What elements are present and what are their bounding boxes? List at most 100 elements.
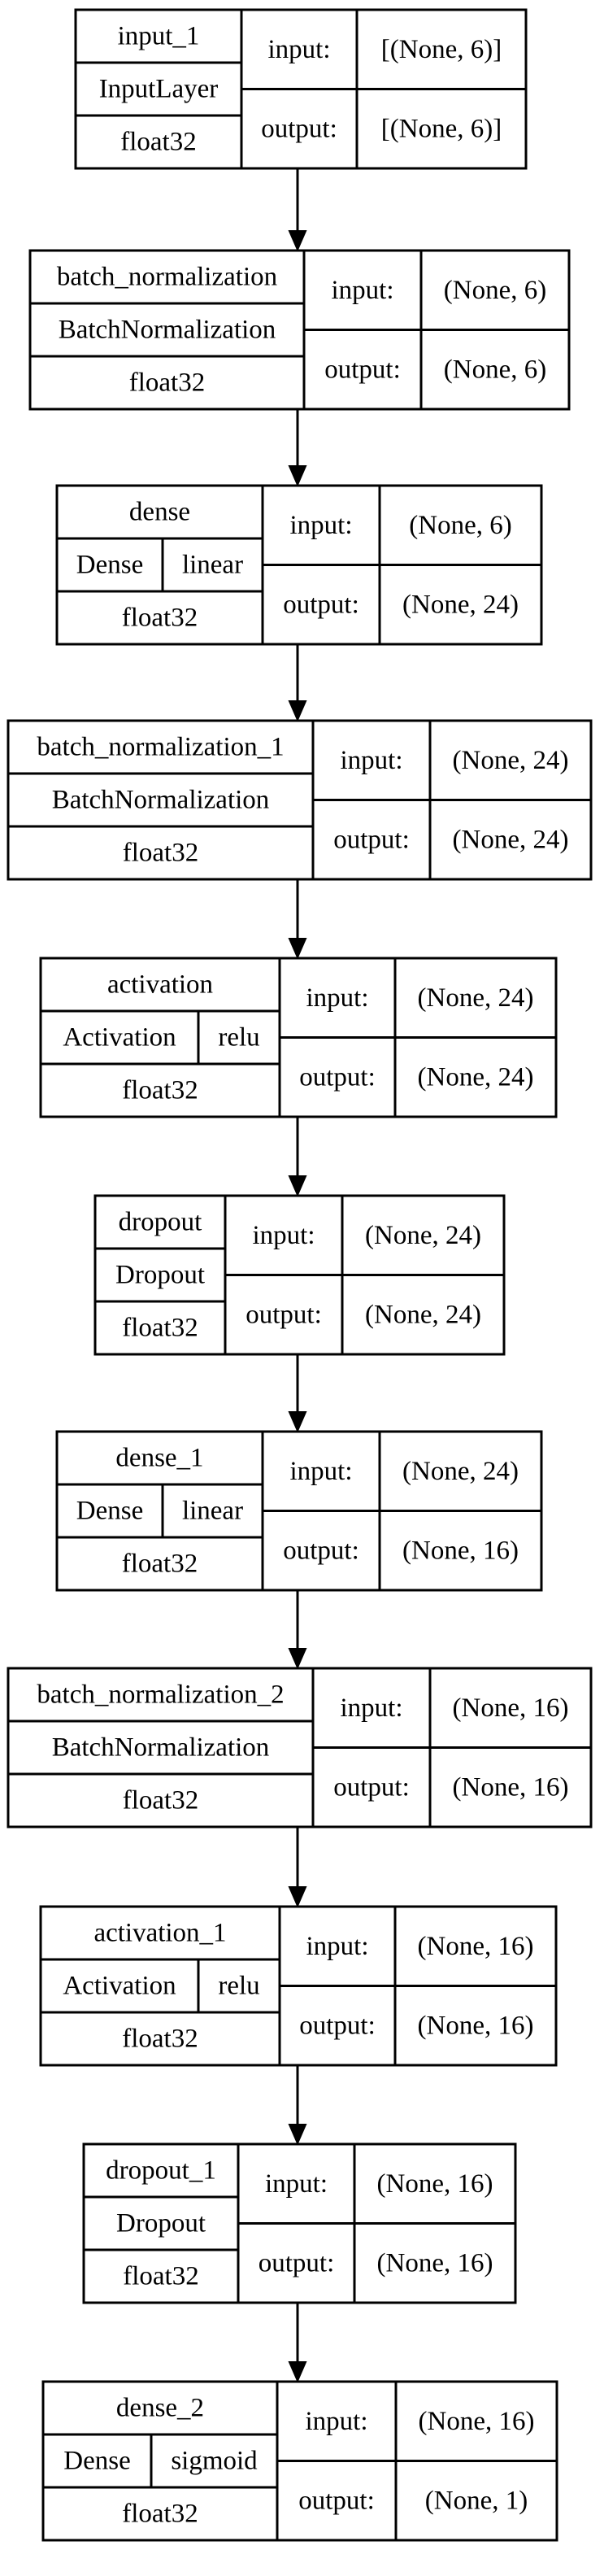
input-label: input: — [265, 2169, 328, 2199]
input-shape: (None, 16) — [419, 2407, 535, 2436]
connection-arrow — [288, 1354, 307, 1433]
output-label: output: — [246, 1300, 322, 1329]
output-label: output: — [324, 355, 401, 384]
output-shape: (None, 24) — [418, 1062, 534, 1092]
arrow-head — [288, 465, 307, 487]
output-shape: (None, 6) — [444, 355, 546, 384]
arrow-head — [288, 230, 307, 252]
input-label: input: — [331, 276, 393, 305]
layer-dtype: float32 — [122, 1076, 198, 1105]
connection-arrow — [288, 1590, 307, 1670]
output-shape: (None, 1) — [425, 2486, 528, 2515]
layer-activation: linear — [182, 1497, 243, 1526]
layer-dtype: float32 — [122, 1550, 198, 1579]
layer-class-name: Activation — [63, 1972, 176, 2001]
layer-node: dropout_1Dropoutfloat32input:output:(Non… — [82, 2142, 517, 2304]
layer-activation: linear — [182, 551, 243, 580]
layer-dtype: float32 — [123, 1786, 198, 1815]
output-label: output: — [261, 114, 337, 143]
layer-name: activation — [107, 970, 213, 1000]
arrow-head — [288, 1648, 307, 1670]
connection-arrow — [288, 2065, 307, 2146]
arrow-head — [288, 2361, 307, 2383]
output-shape: (None, 16) — [402, 1536, 519, 1565]
input-shape: (None, 16) — [418, 1932, 534, 1961]
layer-activation: relu — [218, 1972, 259, 2001]
layer-node: dropoutDropoutfloat32input:output:(None,… — [93, 1194, 506, 1356]
layer-name: dense_2 — [116, 2394, 204, 2423]
input-shape: (None, 16) — [377, 2169, 493, 2199]
input-label: input: — [289, 1457, 352, 1486]
layer-class-name: Dropout — [115, 1261, 205, 1290]
layer-class-name: Dense — [76, 551, 143, 580]
arrow-head — [288, 1411, 307, 1433]
layer-dtype: float32 — [123, 839, 198, 868]
input-label: input: — [306, 1932, 368, 1961]
connection-arrow — [288, 879, 307, 960]
input-label: input: — [306, 983, 368, 1013]
input-label: input: — [305, 2407, 367, 2436]
output-shape: (None, 24) — [365, 1300, 481, 1329]
layer-name: batch_normalization — [57, 263, 277, 292]
layer-name: dropout_1 — [106, 2156, 216, 2186]
connection-arrow — [288, 168, 307, 252]
output-shape: (None, 16) — [377, 2248, 493, 2277]
layer-name: input_1 — [118, 22, 200, 51]
input-shape: (None, 24) — [402, 1457, 519, 1486]
layer-name: activation_1 — [93, 1919, 226, 1948]
connection-arrow — [288, 2303, 307, 2383]
arrow-head — [288, 1886, 307, 1908]
output-label: output: — [299, 2011, 376, 2040]
output-label: output: — [299, 1062, 376, 1092]
input-shape: [(None, 6)] — [381, 35, 502, 64]
connection-arrow — [288, 409, 307, 487]
input-shape: (None, 24) — [365, 1221, 481, 1250]
input-label: input: — [289, 511, 352, 540]
output-shape: [(None, 6)] — [381, 114, 502, 143]
input-label: input: — [340, 746, 402, 775]
layer-name: batch_normalization_2 — [37, 1680, 284, 1710]
layer-dtype: float32 — [123, 2262, 198, 2291]
output-label: output: — [283, 1536, 359, 1565]
output-shape: (None, 24) — [402, 590, 519, 619]
layer-dtype: float32 — [120, 128, 196, 157]
layer-class-name: BatchNormalization — [52, 1733, 270, 1763]
layer-class-name: InputLayer — [99, 75, 219, 104]
input-shape: (None, 24) — [418, 983, 534, 1013]
layer-dtype: float32 — [122, 2025, 198, 2054]
output-label: output: — [298, 2486, 375, 2515]
arrow-head — [288, 938, 307, 960]
layer-activation: sigmoid — [171, 2447, 258, 2476]
arrow-head — [288, 2124, 307, 2146]
layer-name: dense_1 — [115, 1444, 203, 1473]
output-label: output: — [333, 825, 410, 854]
layer-class-name: BatchNormalization — [52, 786, 270, 815]
layer-class-name: Dense — [76, 1497, 143, 1526]
layer-class-name: Dense — [63, 2447, 130, 2476]
output-shape: (None, 16) — [453, 1772, 569, 1802]
layer-node: batch_normalization_1BatchNormalizationf… — [7, 719, 593, 881]
layer-dtype: float32 — [122, 604, 198, 633]
output-label: output: — [333, 1772, 410, 1802]
connection-arrow — [288, 644, 307, 722]
layer-class-name: BatchNormalization — [59, 316, 276, 345]
input-shape: (None, 16) — [453, 1693, 569, 1723]
connection-arrow — [288, 1827, 307, 1908]
layer-dtype: float32 — [122, 1314, 198, 1343]
arrow-head — [288, 700, 307, 722]
connection-arrow — [288, 1117, 307, 1197]
input-shape: (None, 6) — [444, 276, 546, 305]
input-label: input: — [267, 35, 330, 64]
output-shape: (None, 24) — [453, 825, 569, 854]
layer-class-name: Activation — [63, 1023, 176, 1053]
arrow-head — [288, 1175, 307, 1197]
output-label: output: — [259, 2248, 335, 2277]
